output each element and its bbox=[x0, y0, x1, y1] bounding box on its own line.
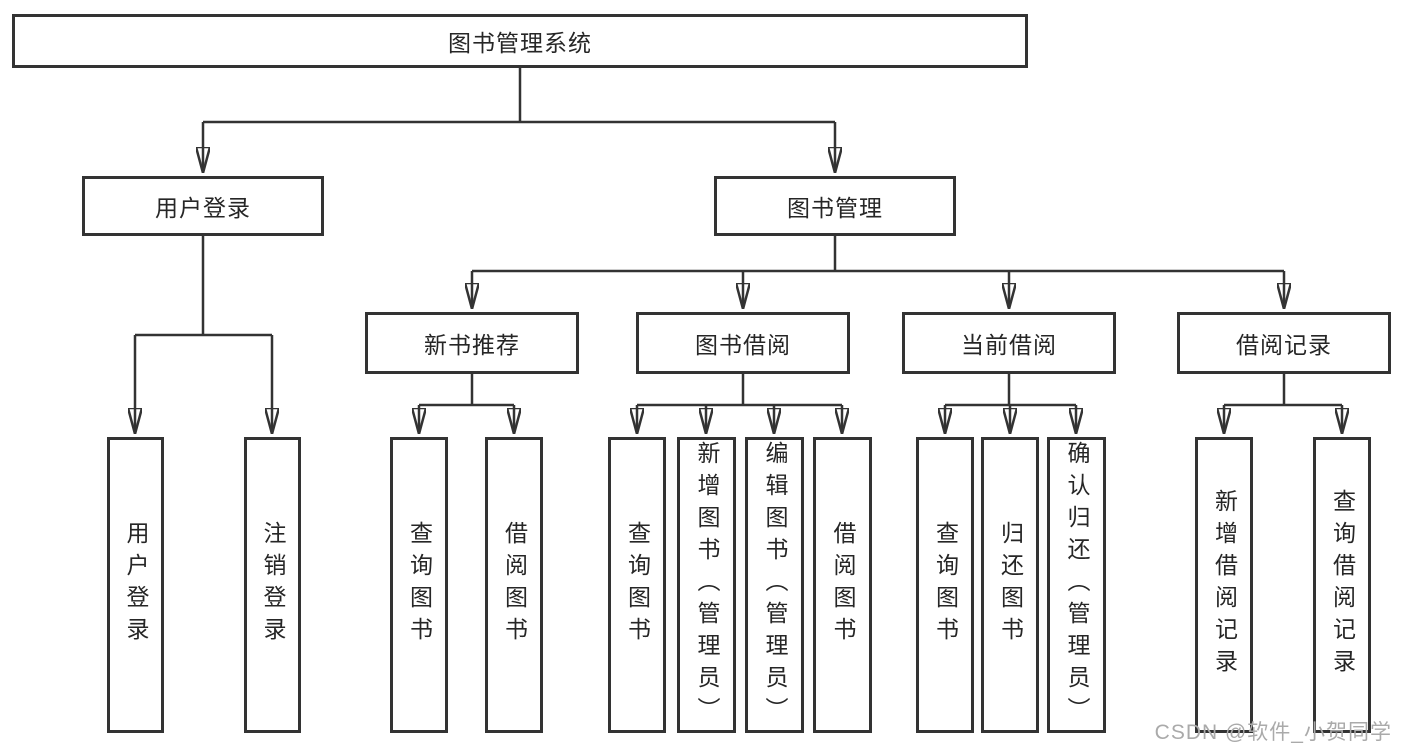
leaf-records-add-record-label: 新增借阅记录 bbox=[1211, 489, 1238, 681]
connector-user-login-to-leaves bbox=[135, 236, 272, 433]
leaf-current-confirm-return-admin-label: 确认归还（管理员） bbox=[1064, 441, 1090, 729]
leaf-current-confirm-return-admin: 确认归还（管理员） bbox=[1047, 437, 1106, 733]
connector-book-borrowing-to-leaves bbox=[637, 374, 842, 433]
leaf-newbook-query-books-label: 查询图书 bbox=[406, 521, 433, 649]
leaf-borrowing-add-books-admin: 新增图书（管理员） bbox=[677, 437, 736, 733]
node-new-book-recommend: 新书推荐 bbox=[365, 312, 579, 374]
node-borrow-records: 借阅记录 bbox=[1177, 312, 1391, 374]
node-user-login: 用户登录 bbox=[82, 176, 324, 236]
leaf-records-add-record: 新增借阅记录 bbox=[1195, 437, 1253, 733]
connector-book-management-to-level3 bbox=[472, 236, 1284, 308]
leaf-records-query-record: 查询借阅记录 bbox=[1313, 437, 1371, 733]
leaf-records-query-record-label: 查询借阅记录 bbox=[1329, 489, 1356, 681]
node-library-management-system: 图书管理系统 bbox=[12, 14, 1028, 68]
leaf-user-login: 用户登录 bbox=[107, 437, 164, 733]
leaf-current-return-books-label: 归还图书 bbox=[997, 521, 1024, 649]
leaf-borrowing-borrow-books: 借阅图书 bbox=[813, 437, 872, 733]
leaf-borrowing-borrow-books-label: 借阅图书 bbox=[830, 521, 856, 649]
leaf-logout: 注销登录 bbox=[244, 437, 301, 733]
leaf-logout-label: 注销登录 bbox=[260, 521, 286, 649]
leaf-borrowing-query-books-label: 查询图书 bbox=[624, 521, 651, 649]
leaf-newbook-borrow-books-label: 借阅图书 bbox=[501, 521, 528, 649]
connector-borrow-records-to-leaves bbox=[1224, 374, 1342, 433]
connector-new-book-to-leaves bbox=[419, 374, 514, 433]
watermark-text: CSDN @软件_小贺同学 bbox=[1154, 721, 1392, 744]
connector-root-to-level2 bbox=[203, 68, 835, 172]
leaf-borrowing-query-books: 查询图书 bbox=[608, 437, 666, 733]
leaf-borrowing-edit-books-admin: 编辑图书（管理员） bbox=[745, 437, 804, 733]
leaf-current-query-books-label: 查询图书 bbox=[932, 521, 959, 649]
leaf-current-return-books: 归还图书 bbox=[981, 437, 1039, 733]
leaf-borrowing-edit-books-admin-label: 编辑图书（管理员） bbox=[762, 441, 788, 729]
leaf-current-query-books: 查询图书 bbox=[916, 437, 974, 733]
node-book-borrowing: 图书借阅 bbox=[636, 312, 850, 374]
leaf-newbook-query-books: 查询图书 bbox=[390, 437, 448, 733]
node-current-borrowing: 当前借阅 bbox=[902, 312, 1116, 374]
connector-current-borrowing-to-leaves bbox=[945, 374, 1076, 433]
node-book-management: 图书管理 bbox=[714, 176, 956, 236]
leaf-newbook-borrow-books: 借阅图书 bbox=[485, 437, 543, 733]
leaf-borrowing-add-books-admin-label: 新增图书（管理员） bbox=[694, 441, 720, 729]
leaf-user-login-label: 用户登录 bbox=[123, 521, 149, 649]
